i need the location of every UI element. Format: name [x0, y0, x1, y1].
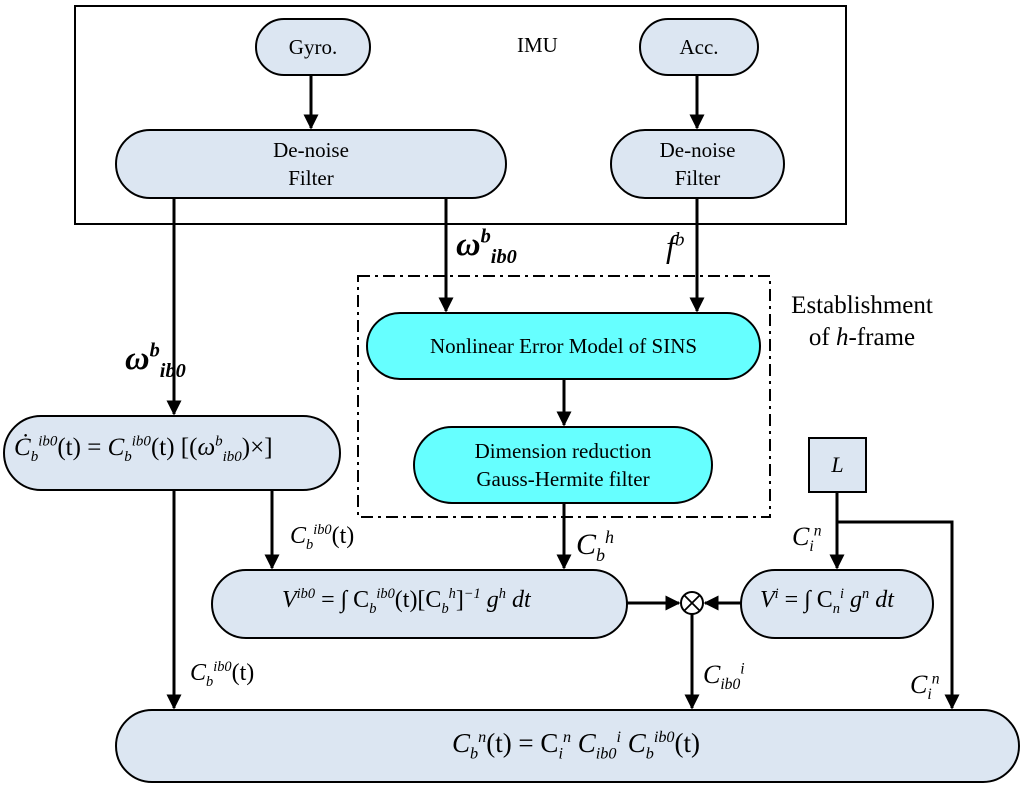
omega-label-model: ωbib0 — [456, 225, 517, 268]
gyro-node — [255, 18, 371, 76]
c-i-n-label-v: Cin — [792, 522, 822, 556]
c-b-h-label: Cbh — [576, 527, 615, 565]
c-b-ib0-label-v: Cbib0(t) — [290, 522, 355, 553]
v-ib0-equation: Vib0 = ∫ Cbib0(t)[Cbh]−1 gh dt — [282, 586, 531, 617]
latitude-node — [808, 437, 867, 493]
cdot-node — [3, 415, 341, 491]
v-i-equation: Vi = ∫ Cni gn dt — [760, 586, 894, 617]
c-b-ib0-label-final: Cbib0(t) — [190, 659, 255, 690]
acc-label: Acc. — [679, 35, 719, 59]
imu-label: IMU — [517, 33, 558, 57]
cdot-equation: Ċbib0(t) = Cbib0(t) [(ωbib0)×] — [14, 433, 273, 465]
imu-frame — [74, 5, 847, 225]
nonlinear-model-label: Nonlinear Error Model of SINS — [429, 334, 698, 358]
latitude-label: L — [831, 452, 844, 477]
final-equation: Cbn(t) = Cin Cib0i Cbib0(t) — [452, 728, 701, 763]
acc-node — [639, 18, 759, 76]
final-node — [115, 709, 1020, 783]
latitude-to-final-arrow — [835, 492, 960, 710]
f-label: fb — [666, 228, 685, 264]
c-i-n-label-final: Cin — [910, 670, 940, 704]
gyro-label: Gyro. — [288, 35, 338, 59]
c-ib0-i-label: Cib0i — [703, 660, 745, 694]
omega-label-cdot: ωbib0 — [125, 339, 186, 382]
gyro-denoise-node — [115, 129, 507, 199]
